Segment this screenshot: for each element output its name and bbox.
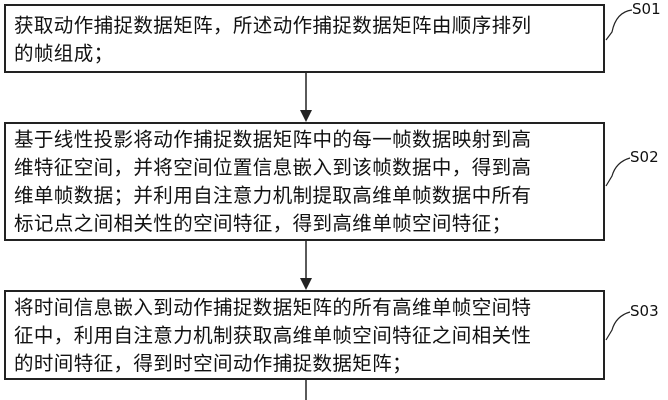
step-text-s01: 获取动作捕捉数据矩阵，所述动作捕捉数据矩阵由顺序排列 的帧组成；	[14, 14, 532, 65]
step-box-s01: 获取动作捕捉数据矩阵，所述动作捕捉数据矩阵由顺序排列 的帧组成；	[4, 4, 605, 73]
step-label-s02: S02	[630, 148, 659, 166]
step-box-s03: 将时间信息嵌入到动作捕捉数据矩阵的所有高维单帧空间特 征中，利用自注意力机制获取…	[4, 290, 605, 380]
leader-line-s03	[605, 311, 631, 341]
leader-line-s02	[605, 157, 631, 187]
step-label-s03: S03	[630, 302, 659, 320]
step-text-s03: 将时间信息嵌入到动作捕捉数据矩阵的所有高维单帧空间特 征中，利用自注意力机制获取…	[14, 296, 532, 375]
arrow-s02-to-s03	[300, 241, 312, 290]
step-box-s02: 基于线性投影将动作捕捉数据矩阵中的每一帧数据映射到高 维特征空间，并将空间位置信…	[4, 122, 605, 241]
step-label-s01: S01	[632, 0, 661, 18]
step-text-s02: 基于线性投影将动作捕捉数据矩阵中的每一帧数据映射到高 维特征空间，并将空间位置信…	[14, 128, 532, 235]
leader-line-s01	[605, 9, 633, 41]
arrow-s01-to-s02	[300, 73, 312, 122]
